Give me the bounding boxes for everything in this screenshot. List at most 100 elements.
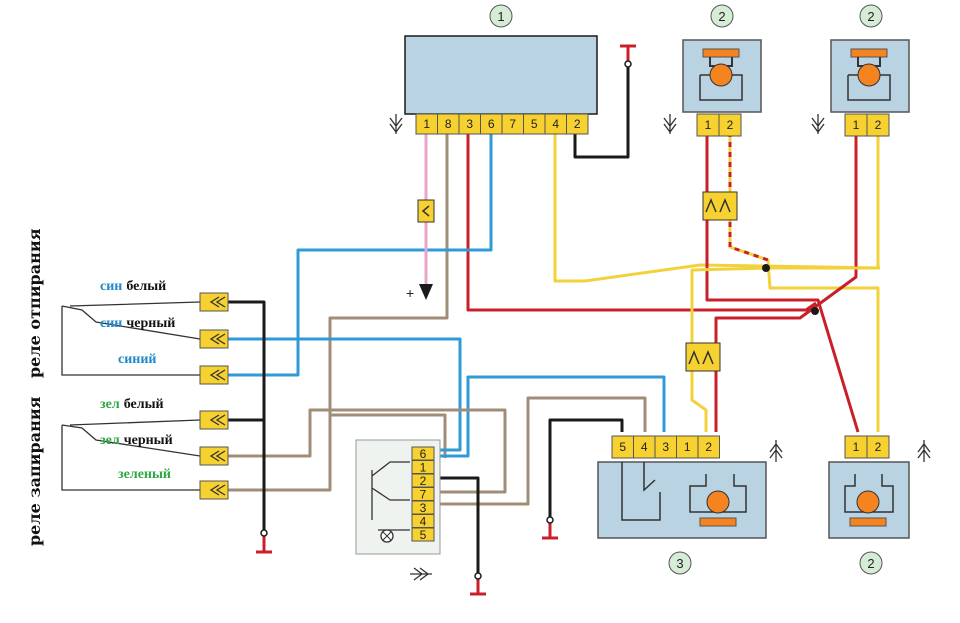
- pin-label: 1: [853, 440, 860, 454]
- pin-label: 8: [445, 117, 452, 131]
- wire-blue-driver: [228, 337, 462, 452]
- wire-color-label: синий: [118, 352, 156, 367]
- ground-symbols: [256, 44, 636, 596]
- connector-pin: [866, 113, 890, 137]
- pin-label: 4: [641, 440, 648, 454]
- pin-label: 2: [875, 118, 882, 132]
- callout-2a-label: 2: [718, 9, 725, 24]
- pin-label: 1: [423, 117, 430, 131]
- motor-icon: [709, 63, 733, 87]
- callout-2b-label: 2: [867, 9, 874, 24]
- pin-label: 1: [705, 118, 712, 132]
- pin-label: 7: [509, 117, 516, 131]
- wire-blue-unit: [228, 132, 493, 377]
- relay-connectors: [199, 292, 229, 500]
- wires: [228, 66, 881, 574]
- callout-2c: 2: [859, 551, 883, 575]
- relay-connector: [199, 365, 229, 385]
- relay-unlock-label: реле отпирания: [25, 228, 44, 378]
- callout-3: 3: [668, 551, 692, 575]
- wire-brown-unit: [328, 132, 449, 458]
- pin-label: 5: [420, 528, 427, 542]
- callout-2c-label: 2: [867, 556, 874, 571]
- connector-symbols: [389, 114, 931, 581]
- wire-black-driver: [548, 418, 624, 518]
- pin-label: 2: [574, 117, 581, 131]
- pin-label: 4: [552, 117, 559, 131]
- pin-label: 1: [420, 461, 427, 475]
- pin-label: 5: [531, 117, 538, 131]
- pin-label: 3: [662, 440, 669, 454]
- wire-yellow-tr-motor: [690, 132, 880, 432]
- connector-pin: [566, 113, 589, 135]
- pin-label: 6: [488, 117, 495, 131]
- pin-label: 7: [420, 488, 427, 502]
- pin-label: 1: [684, 440, 691, 454]
- motor-icon: [706, 490, 730, 514]
- callout-2b: 2: [859, 4, 883, 28]
- pin-label: 2: [875, 440, 882, 454]
- wire-red-unit: [466, 132, 817, 312]
- pin-label: 2: [727, 118, 734, 132]
- callout-3-label: 3: [676, 556, 683, 571]
- inline-connectors: [417, 191, 738, 372]
- callout-1-label: 1: [497, 9, 504, 24]
- wire-yellow-tl-motor: [728, 132, 880, 432]
- pin-label: 2: [705, 440, 712, 454]
- pin-label: 1: [853, 118, 860, 132]
- arrow-down-icon: [419, 284, 433, 300]
- wire-red-tr-motor: [714, 132, 858, 432]
- wire-blue-driver-b: [432, 375, 666, 458]
- wire-yellow-unit: [553, 132, 881, 283]
- pin-label: 5: [619, 440, 626, 454]
- wire-brown-relay: [228, 415, 332, 492]
- motor-icon: [856, 490, 880, 514]
- junction-dot: [811, 307, 819, 315]
- wire-black-bus: [228, 300, 266, 532]
- pin-label: 3: [466, 117, 473, 131]
- pin-label: 2: [420, 474, 427, 488]
- callout-2a: 2: [710, 4, 734, 28]
- junction-dot: [762, 264, 770, 272]
- relay-connector: [199, 446, 229, 466]
- pin-label: 3: [420, 501, 427, 515]
- relay-connector: [199, 292, 229, 312]
- wire-color-label: зеленый: [118, 467, 171, 482]
- wire-black-switch: [432, 476, 480, 574]
- relay-connector: [199, 410, 229, 430]
- connector-pin: [866, 435, 890, 459]
- pin-label: 4: [420, 515, 427, 529]
- wire-red-tl-motor-dash: [728, 132, 769, 262]
- relay-lock-label: реле запирания: [25, 396, 44, 546]
- plus-sign: +: [406, 285, 414, 301]
- pin-label: 6: [420, 447, 427, 461]
- connector-pin: [697, 435, 720, 459]
- wire-black-unit-ground: [573, 66, 630, 159]
- callout-1: 1: [489, 4, 513, 28]
- connector-pin: [411, 527, 435, 542]
- connector-pin: [718, 113, 742, 137]
- relay-side: [61, 301, 201, 491]
- wire-brown-driver-a: [228, 408, 507, 494]
- relay-connector: [199, 480, 229, 500]
- motor-icon: [857, 63, 881, 87]
- wire-brown-driver-b: [432, 396, 647, 506]
